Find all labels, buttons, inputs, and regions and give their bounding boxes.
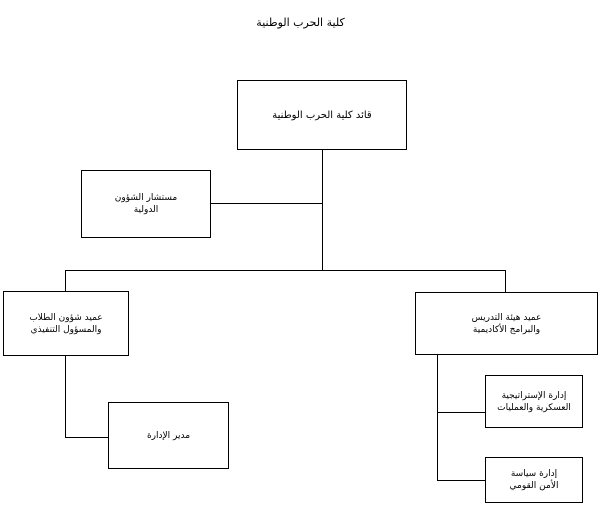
node-dean-faculty-academic-label: عميد هيئة التدريس والبرامج الأكاديمية bbox=[471, 312, 542, 335]
connector-drop-dean-faculty bbox=[505, 270, 506, 292]
node-international-affairs-advisor[interactable]: مستشار الشؤون الدولية bbox=[81, 170, 211, 238]
node-international-affairs-advisor-label: مستشار الشؤون الدولية bbox=[114, 193, 178, 215]
connector-commander-to-advisor bbox=[211, 203, 323, 204]
connector-elbow-administration bbox=[65, 437, 109, 438]
node-commander-label: قائد كلية الحرب الوطنية bbox=[272, 109, 372, 121]
page-title: كلية الحرب الوطنية bbox=[256, 16, 345, 29]
connector-deans-split-bar bbox=[65, 270, 506, 271]
connector-drop-administration bbox=[65, 356, 66, 437]
node-commander[interactable]: قائد كلية الحرب الوطنية bbox=[237, 80, 407, 150]
connector-commander-trunk bbox=[322, 150, 323, 271]
connector-elbow-security-policy bbox=[437, 480, 486, 481]
connector-drop-dean-student bbox=[65, 270, 66, 291]
node-dean-student-affairs-label: عميد شؤون الطلاب والمسؤول التنفيذي bbox=[29, 312, 103, 335]
connector-department-spine bbox=[437, 355, 438, 481]
node-dean-student-affairs[interactable]: عميد شؤون الطلاب والمسؤول التنفيذي bbox=[3, 291, 129, 356]
node-national-security-policy-label: إدارة سياسة الأمن القومي bbox=[509, 469, 559, 491]
node-dean-faculty-academic[interactable]: عميد هيئة التدريس والبرامج الأكاديمية bbox=[415, 292, 598, 355]
node-military-strategy-operations-label: إدارة الإستراتيجية العسكرية والعمليات bbox=[497, 390, 571, 413]
connector-elbow-military-strategy bbox=[437, 412, 486, 413]
node-administration-director[interactable]: مدير الإدارة bbox=[108, 402, 229, 469]
node-national-security-policy[interactable]: إدارة سياسة الأمن القومي bbox=[485, 457, 583, 503]
node-administration-director-label: مدير الإدارة bbox=[146, 430, 191, 441]
node-military-strategy-operations[interactable]: إدارة الإستراتيجية العسكرية والعمليات bbox=[485, 375, 583, 428]
